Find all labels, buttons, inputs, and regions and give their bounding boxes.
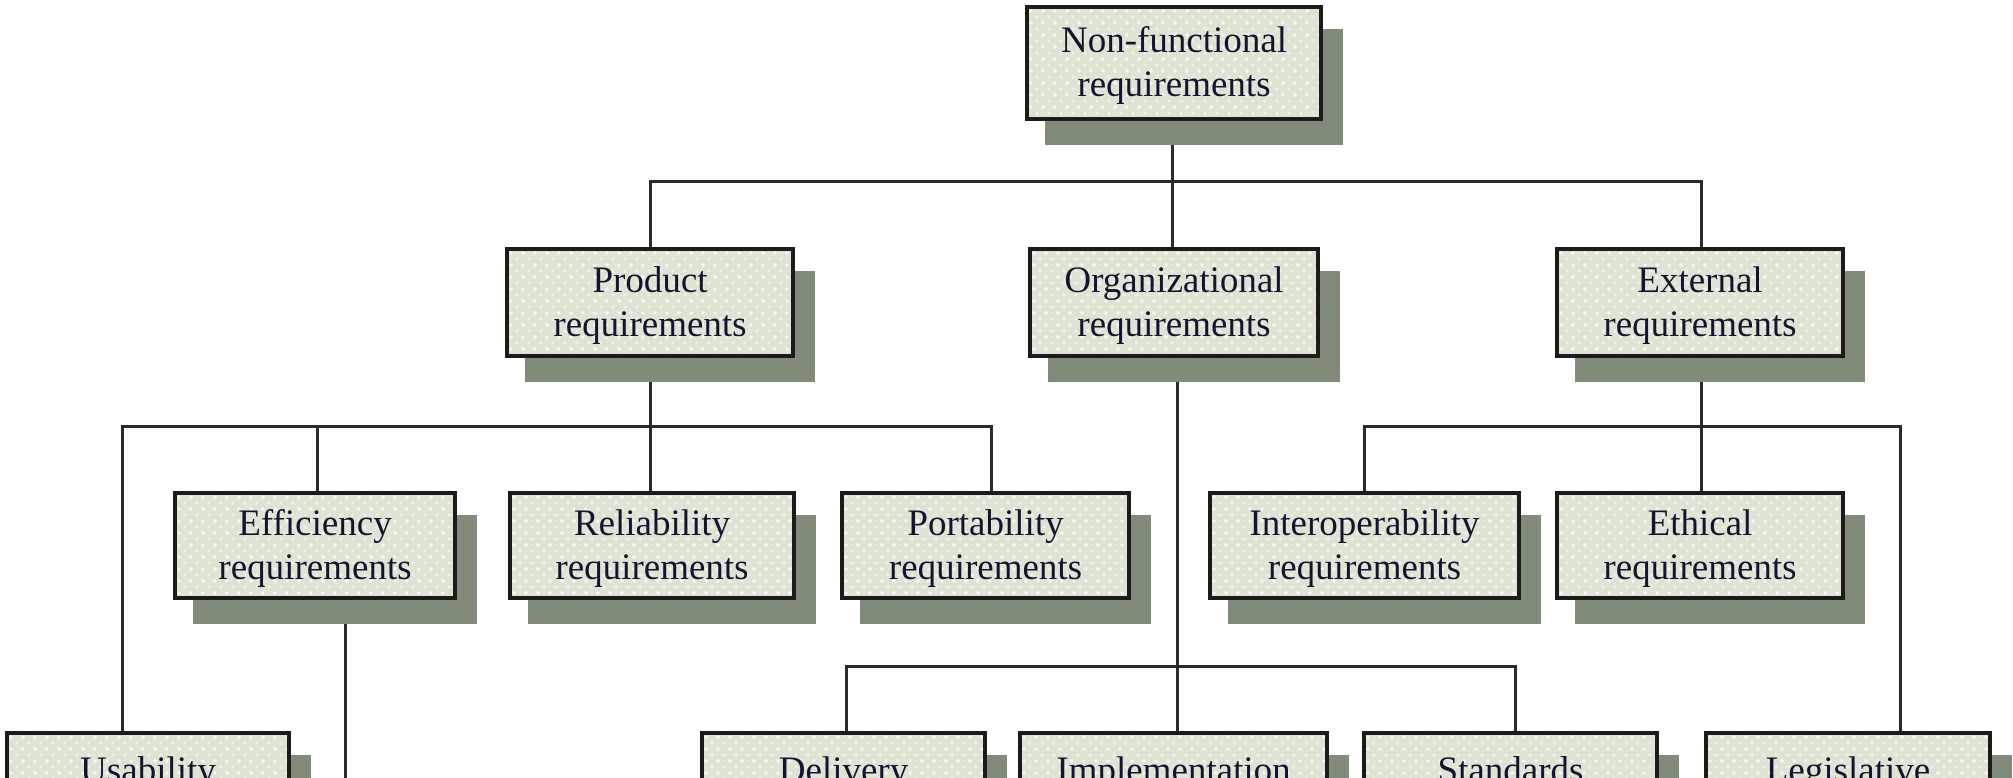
node-reliability-requirements: Reliability requirements [508, 491, 796, 600]
node-label: Efficiency requirements [218, 502, 412, 588]
connector-drop-external [1700, 180, 1703, 248]
node-label: Portability requirements [888, 502, 1083, 588]
node-label: Delivery [778, 750, 909, 778]
connector-external-rail [1363, 425, 1902, 428]
connector-product-rail [121, 425, 993, 428]
connector-drop-reliability [649, 425, 652, 492]
node-label: Usability [80, 750, 216, 778]
node-label: Reliability requirements [555, 502, 749, 588]
node-label: Standards [1437, 750, 1584, 778]
node-efficiency-requirements: Efficiency requirements [173, 491, 457, 600]
connector-drop-interoperability [1363, 425, 1366, 492]
node-usability-requirements: Usability [5, 731, 291, 778]
node-label: Organizational requirements [1064, 259, 1284, 345]
connector-organizational-vertical [1176, 358, 1179, 732]
connector-drop-usability [121, 425, 124, 732]
connector-drop-delivery [845, 665, 848, 732]
connector-drop-efficiency [316, 425, 319, 492]
node-label: Interoperability requirements [1249, 502, 1480, 588]
node-standards-requirements: Standards [1362, 731, 1659, 778]
node-external-requirements: External requirements [1555, 247, 1845, 358]
node-delivery-requirements: Delivery [700, 731, 987, 778]
connector-root-vertical [1171, 120, 1174, 248]
connector-drop-ethical [1700, 425, 1703, 492]
node-interoperability-requirements: Interoperability requirements [1208, 491, 1521, 600]
node-legislative-requirements: Legislative [1704, 731, 1992, 778]
node-organizational-requirements: Organizational requirements [1028, 247, 1320, 358]
connector-external-vertical [1700, 358, 1703, 428]
node-label: Implementation [1056, 750, 1291, 778]
node-label: Product requirements [553, 259, 747, 345]
node-label: Non-functional requirements [1060, 20, 1288, 105]
node-portability-requirements: Portability requirements [840, 491, 1131, 600]
node-label: External requirements [1603, 259, 1797, 345]
node-implementation-requirements: Implementation [1018, 731, 1329, 778]
node-product-requirements: Product requirements [505, 247, 795, 358]
connector-efficiency-vertical-stub [344, 600, 347, 778]
connector-drop-portability [990, 425, 993, 492]
connector-product-vertical [649, 358, 652, 428]
node-ethical-requirements: Ethical requirements [1555, 491, 1845, 600]
connector-drop-standards [1514, 665, 1517, 732]
node-label: Ethical requirements [1603, 502, 1797, 588]
connector-drop-product [649, 180, 652, 248]
connector-organizational-rail [845, 665, 1517, 668]
connector-drop-legislative [1899, 425, 1902, 732]
node-nonfunctional-requirements: Non-functional requirements [1025, 5, 1323, 121]
node-label: Legislative [1765, 750, 1931, 778]
connector-root-rail [649, 180, 1703, 183]
